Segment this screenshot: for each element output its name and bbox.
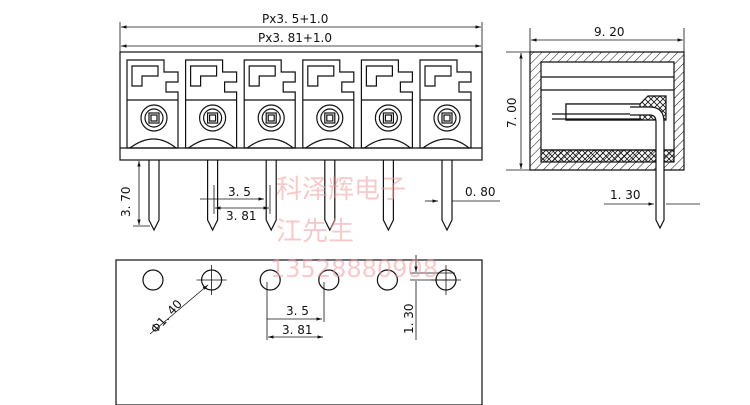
side-dimensions	[519, 38, 683, 206]
pin	[148, 160, 160, 232]
pcb-hole	[259, 269, 281, 291]
dim-text-130-side: 1. 30	[610, 188, 641, 202]
terminal-cell	[126, 59, 179, 149]
dim-text-hole-381: 3. 81	[282, 323, 313, 337]
dim-text-hole-35: 3. 5	[286, 304, 309, 318]
dim-line-dia	[149, 284, 209, 335]
terminal-cell	[302, 59, 355, 149]
pins	[148, 160, 453, 232]
pin	[382, 160, 394, 232]
side-pin	[630, 106, 665, 230]
pin	[441, 160, 453, 232]
terminal-cells	[126, 59, 472, 149]
dim-text-700: 7. 00	[505, 97, 519, 128]
terminal-cell	[360, 59, 413, 149]
screw-head	[140, 104, 168, 132]
pin	[324, 160, 336, 232]
watermark-company: 科泽辉电子	[276, 175, 406, 205]
screw-head	[199, 104, 227, 132]
watermark-phone: 13528880908	[270, 255, 438, 283]
pcb-hole	[142, 269, 164, 291]
dim-text-pitch-381: Px3. 81+1.0	[258, 31, 332, 45]
footprint-view	[115, 259, 483, 405]
pcb-hole	[196, 265, 227, 295]
top-dimensions	[121, 25, 481, 48]
terminal-cell	[243, 59, 296, 149]
front-body	[119, 51, 483, 161]
pcb-hole	[376, 269, 398, 291]
screw-head	[374, 104, 402, 132]
screw-head	[257, 104, 285, 132]
dim-text-pitch-35: Px3. 5+1.0	[262, 12, 328, 26]
footprint-outline	[115, 259, 483, 405]
dim-text-920: 9. 20	[594, 25, 625, 39]
pin	[265, 160, 277, 232]
dim-text-381: 3. 81	[226, 209, 257, 223]
watermark-contact: 江先生	[276, 217, 354, 247]
pcb-hole	[318, 269, 340, 291]
screw-head	[316, 104, 344, 132]
pin	[207, 160, 219, 232]
dim-text-080: 0. 80	[465, 185, 496, 199]
pin-dimensions	[133, 159, 500, 227]
terminal-cell	[185, 59, 238, 149]
dim-text-370: 3. 70	[119, 186, 133, 217]
side-view	[506, 28, 700, 230]
dim-text-35: 3. 5	[228, 185, 251, 199]
footprint-dimensions	[149, 255, 455, 340]
dim-text-dia: Φ1. 40	[148, 297, 185, 336]
screw-head	[433, 104, 461, 132]
dim-text-hole-offset: 1. 30	[402, 303, 416, 334]
terminal-cell	[419, 59, 472, 149]
